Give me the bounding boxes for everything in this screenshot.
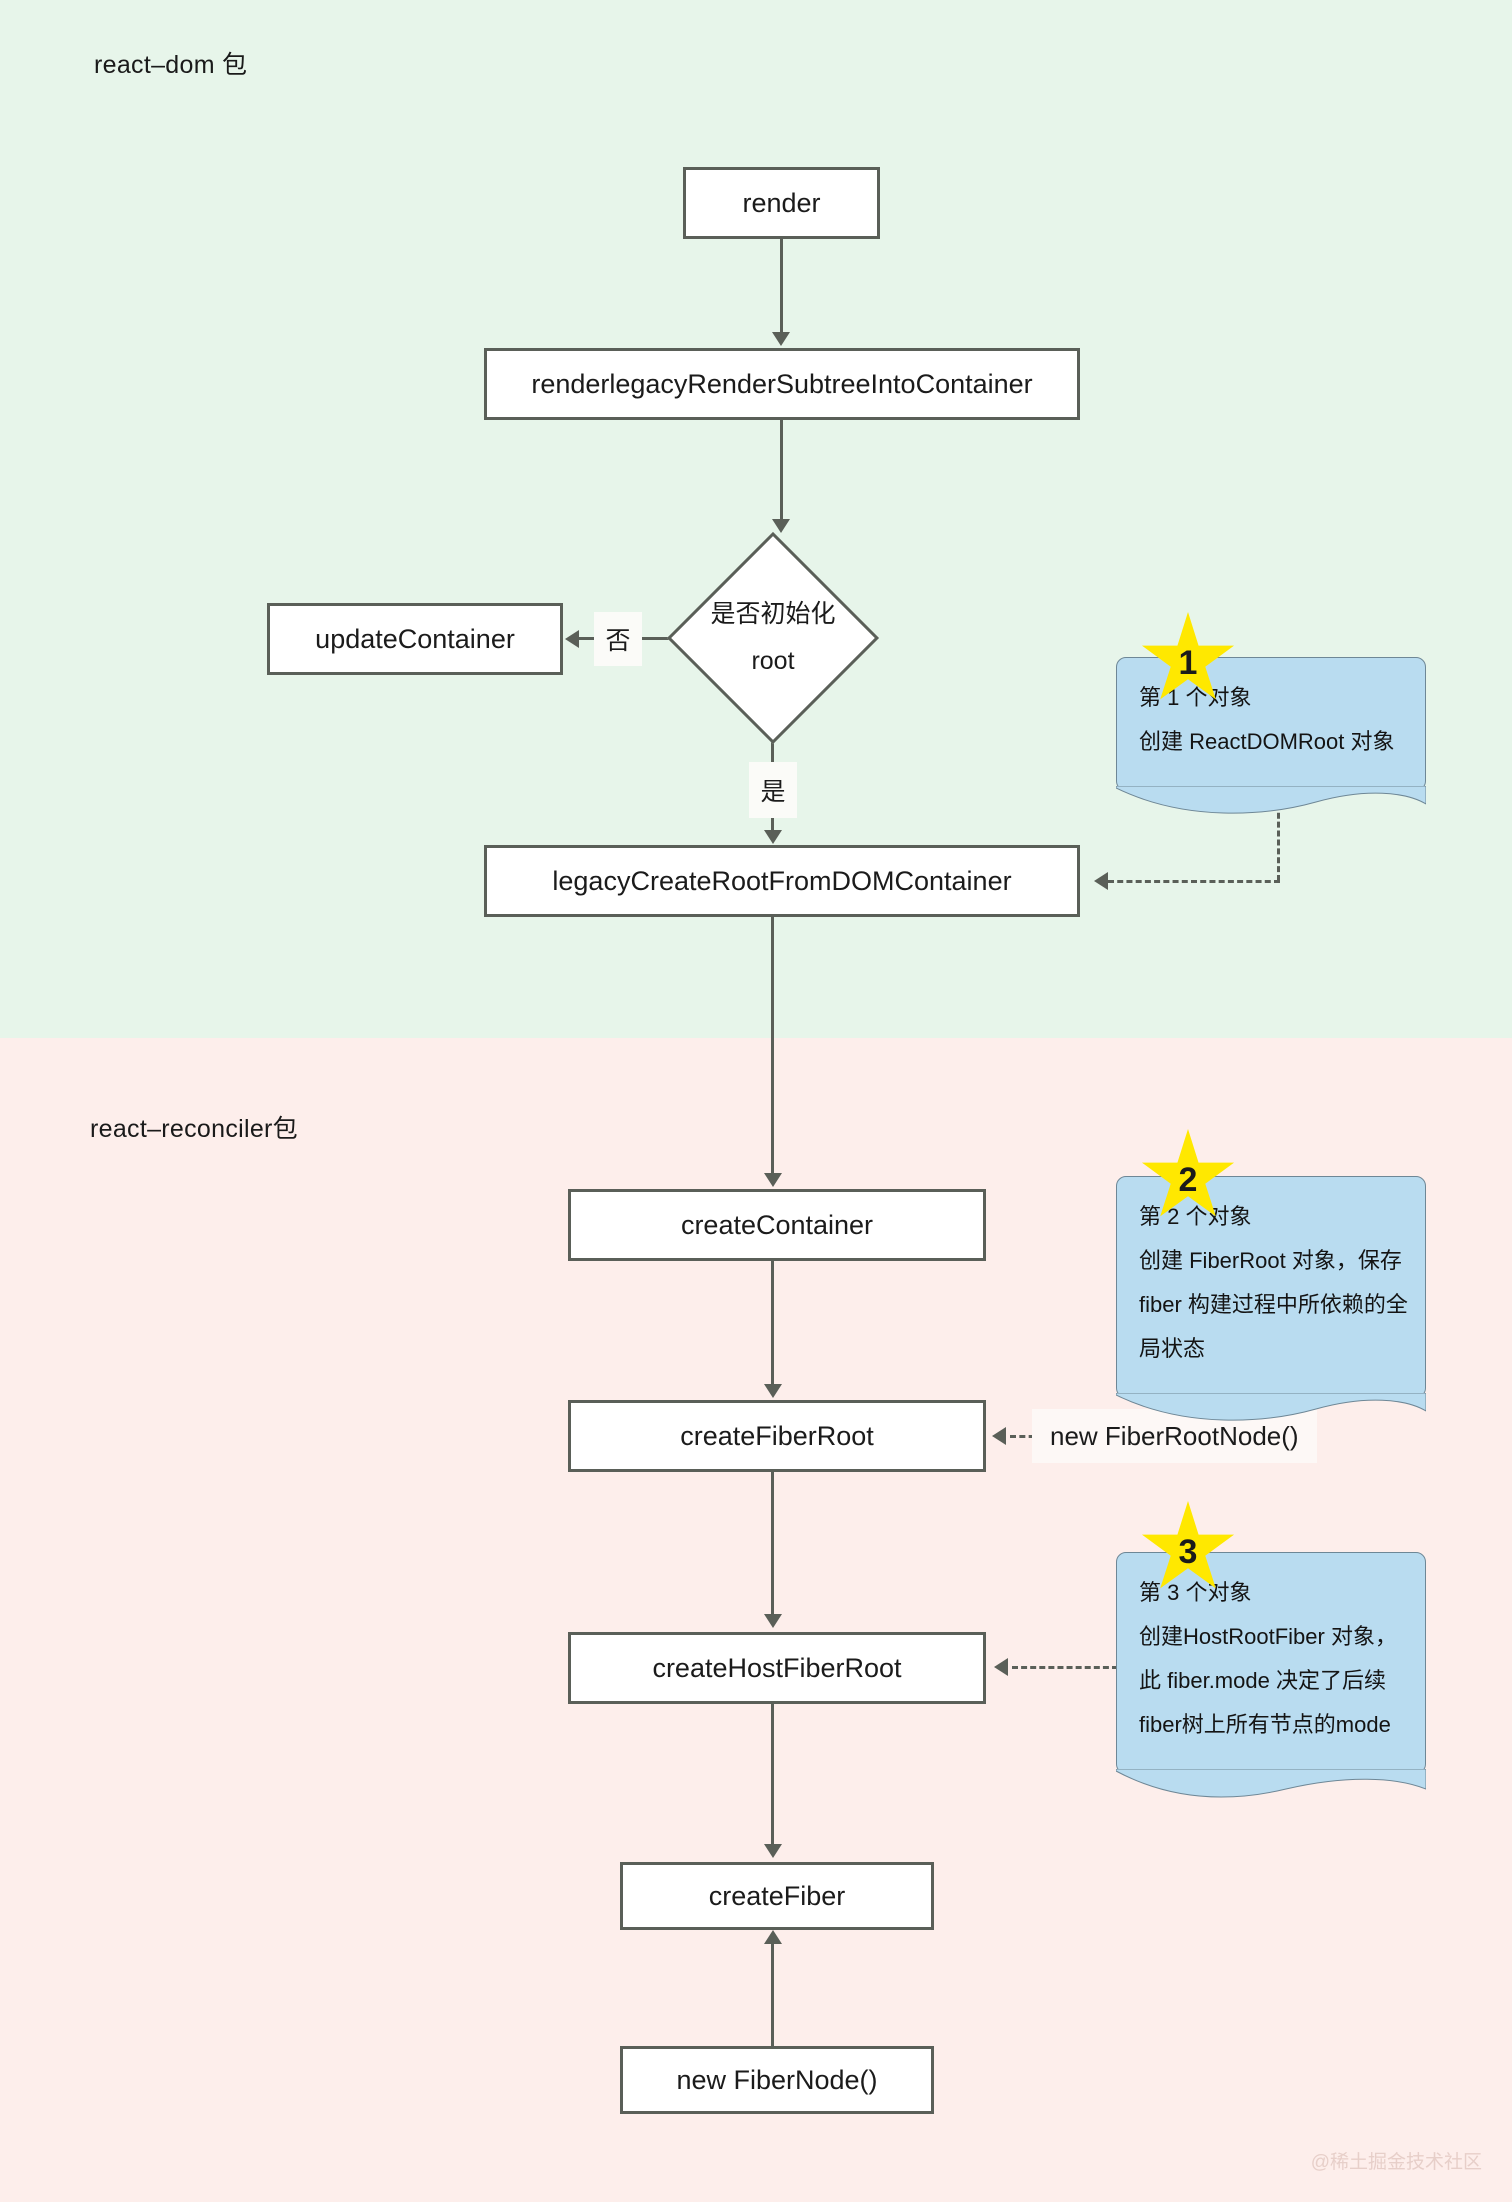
- callout-1-line-1: 第 1 个对象: [1139, 685, 1252, 710]
- dashed-connector-callout1-vertical: [1277, 795, 1280, 881]
- node-create-fiber-root[interactable]: createFiberRoot: [568, 1400, 986, 1472]
- callout-2-line-4: 局状态: [1139, 1336, 1206, 1361]
- connector-createfiberroot-to-createhostfiberroot: [771, 1472, 774, 1616]
- callout-3-line-1: 第 3 个对象: [1139, 1580, 1252, 1605]
- star-badge-1-number: 1: [1178, 643, 1198, 682]
- decision-diamond-shape: [666, 531, 880, 745]
- connector-legacycreate-to-createcontainer: [771, 917, 774, 1175]
- callout-3-line-2: 创建HostRootFiber 对象，: [1139, 1624, 1397, 1649]
- dashed-connector-fiberrootnode-to-createfiberroot: [1010, 1435, 1044, 1438]
- arrowhead-renderlegacy-to-decision: [772, 519, 790, 533]
- node-create-host-fiber-root[interactable]: createHostFiberRoot: [568, 1632, 986, 1704]
- node-new-fiber-node[interactable]: new FiberNode(): [620, 2046, 934, 2114]
- callout-1-skirt: [1116, 786, 1426, 814]
- section-label-react-dom: react–dom 包: [94, 51, 248, 79]
- arrowhead-render-to-renderlegacy: [772, 332, 790, 346]
- arrowhead-decision-to-legacycreate: [764, 830, 782, 844]
- node-render[interactable]: render: [683, 167, 880, 239]
- arrowhead-fiberrootnode-to-createfiberroot: [992, 1427, 1006, 1445]
- callout-2-line-2: 创建 FiberRoot 对象，保存: [1139, 1248, 1402, 1273]
- connector-render-to-renderlegacy: [780, 239, 783, 334]
- arrowhead-legacycreate-to-createcontainer: [764, 1173, 782, 1187]
- star-badge-3-number: 3: [1178, 1532, 1198, 1571]
- callout-2: 第 2 个对象 创建 FiberRoot 对象，保存 fiber 构建过程中所依…: [1116, 1176, 1426, 1421]
- callout-2-skirt: [1116, 1393, 1426, 1421]
- callout-1-line-2: 创建 ReactDOMRoot 对象: [1139, 729, 1395, 754]
- node-update-container[interactable]: updateContainer: [267, 603, 563, 675]
- callout-1: 第 1 个对象 创建 ReactDOMRoot 对象: [1116, 657, 1426, 814]
- connector-createhostfiberroot-to-createfiber: [771, 1704, 774, 1846]
- callout-2-line-1: 第 2 个对象: [1139, 1204, 1252, 1229]
- callout-3-skirt: [1116, 1769, 1426, 1798]
- connector-createcontainer-to-createfiberroot: [771, 1261, 774, 1385]
- decision-is-root-initialized[interactable]: 是否初始化 root: [666, 531, 880, 745]
- edge-label-yes: 是: [749, 762, 797, 818]
- callout-3-line-3: 此 fiber.mode 决定了后续: [1139, 1668, 1386, 1693]
- node-create-container[interactable]: createContainer: [568, 1189, 986, 1261]
- section-label-react-reconciler: react–reconciler包: [90, 1115, 298, 1143]
- arrowhead-newfibernode-to-createfiber: [764, 1930, 782, 1944]
- callout-2-line-3: fiber 构建过程中所依赖的全: [1139, 1292, 1408, 1317]
- arrowhead-createcontainer-to-createfiberroot: [764, 1384, 782, 1398]
- arrowhead-callout1-to-legacycreate: [1094, 872, 1108, 890]
- node-legacy-create-root-from-dom-container[interactable]: legacyCreateRootFromDOMContainer: [484, 845, 1080, 917]
- arrowhead-createhostfiberroot-to-createfiber: [764, 1844, 782, 1858]
- connector-renderlegacy-to-decision: [780, 420, 783, 521]
- dashed-connector-callout3-to-createhostfiberroot: [1012, 1666, 1118, 1669]
- node-renderlegacy-render-subtree-into-container[interactable]: renderlegacyRenderSubtreeIntoContainer: [484, 348, 1080, 420]
- star-badge-2-number: 2: [1178, 1160, 1198, 1199]
- node-create-fiber[interactable]: createFiber: [620, 1862, 934, 1930]
- dashed-connector-callout1-horizontal: [1108, 880, 1280, 883]
- arrowhead-callout3-to-createhostfiberroot: [994, 1658, 1008, 1676]
- arrowhead-decision-to-updatecontainer: [565, 630, 579, 648]
- edge-label-no: 否: [594, 612, 642, 666]
- connector-newfibernode-to-createfiber: [771, 1944, 774, 2046]
- arrowhead-createfiberroot-to-createhostfiberroot: [764, 1614, 782, 1628]
- watermark: @稀土掘金技术社区: [1310, 2152, 1482, 2173]
- callout-3-line-4: fiber树上所有节点的mode: [1139, 1712, 1391, 1737]
- callout-3: 第 3 个对象 创建HostRootFiber 对象， 此 fiber.mode…: [1116, 1552, 1426, 1798]
